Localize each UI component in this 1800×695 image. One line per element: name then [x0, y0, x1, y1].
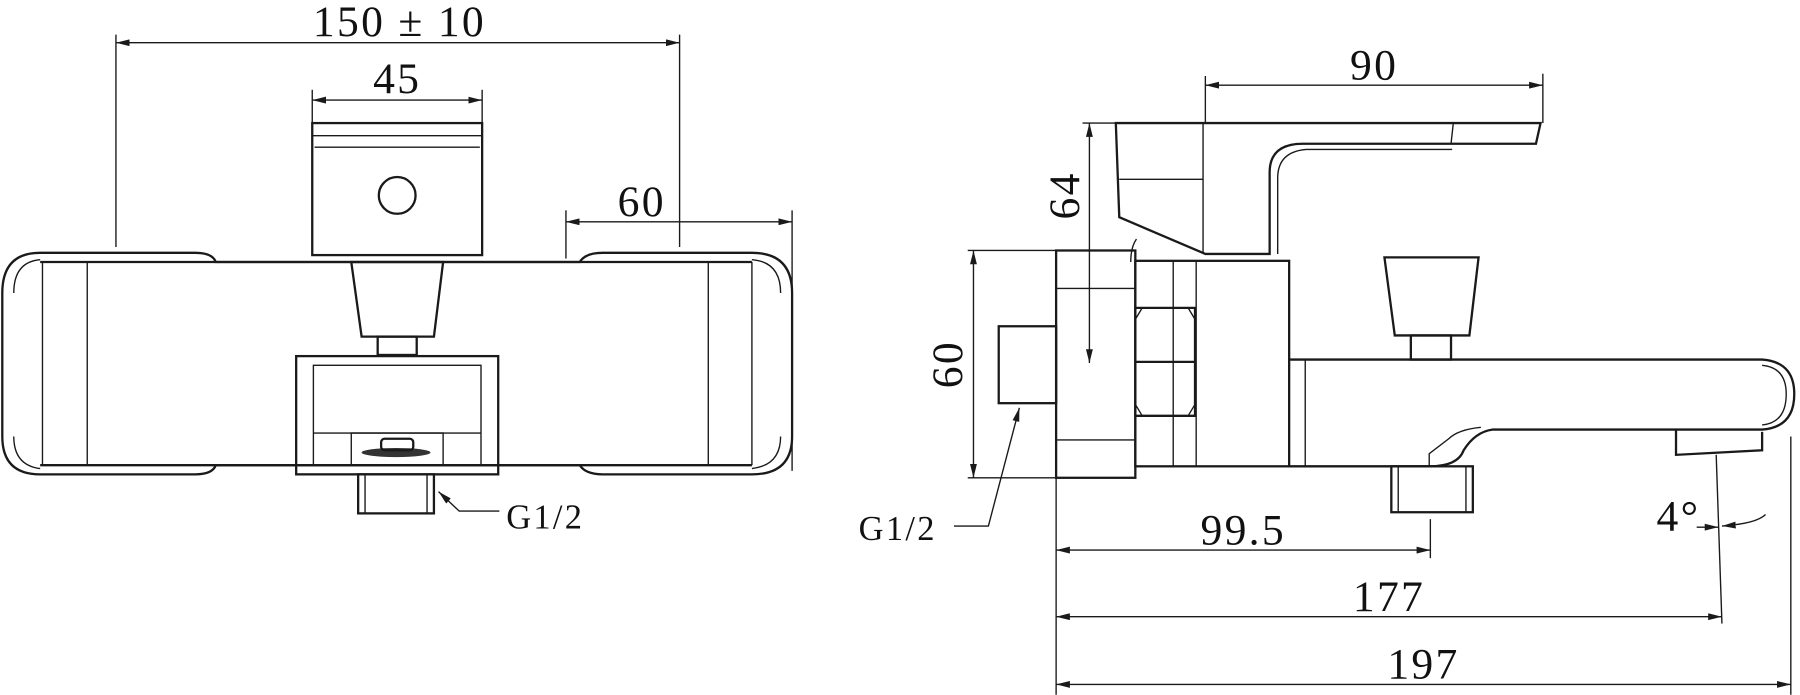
dimension-lever-length: 90 [1204, 41, 1544, 124]
lower-housing-front [295, 354, 500, 476]
dimension-end-cap: 60 [565, 178, 793, 471]
dim-label-60-front: 60 [618, 178, 666, 226]
dim-label-177: 177 [1353, 573, 1425, 621]
inlet-pipe-side [997, 325, 1058, 405]
dim-label-90: 90 [1350, 41, 1398, 89]
dim-label-150: 150 ± 10 [313, 0, 486, 46]
mixer-body-side [1134, 259, 1291, 468]
thread-callout-front: G1/2 [438, 491, 584, 536]
thread-callout-side: G1/2 [859, 407, 1021, 548]
dimension-outlet-position: 99.5 [1055, 477, 1432, 695]
wall-flange-side [1054, 249, 1137, 479]
dimension-overall-depth: 197 [1056, 436, 1792, 695]
front-view: 150 ± 10 45 60 [1, 0, 794, 536]
dimension-flange-height: 60 [924, 249, 1057, 479]
dim-label-64: 64 [1041, 171, 1089, 219]
dimension-spout-reach: 177 [1056, 454, 1723, 624]
side-view: 90 64 [859, 41, 1796, 695]
dim-label-45: 45 [373, 55, 421, 103]
lever-handle-side [1114, 121, 1542, 262]
dim-label-4-degrees: 4° [1657, 493, 1701, 541]
dim-label-197: 197 [1387, 641, 1459, 689]
diverter-connector-front [349, 260, 445, 357]
dim-label-60-side: 60 [924, 340, 972, 388]
lever-handle-front [311, 121, 484, 257]
dimension-handle-width: 45 [311, 55, 483, 124]
dimension-overall-width: 150 ± 10 [115, 0, 681, 248]
dimension-outlet-angle: 4° [1657, 493, 1767, 541]
dimension-lever-height: 64 [1041, 122, 1116, 363]
thread-label-side: G1/2 [859, 510, 937, 548]
dim-label-99-5: 99.5 [1200, 506, 1286, 554]
thread-label-front: G1/2 [506, 498, 584, 536]
inlet-pipe-front [357, 473, 436, 515]
spout-side [1289, 358, 1796, 514]
diverter-knob-side [1383, 256, 1480, 361]
mixer-body-front [1, 251, 794, 476]
